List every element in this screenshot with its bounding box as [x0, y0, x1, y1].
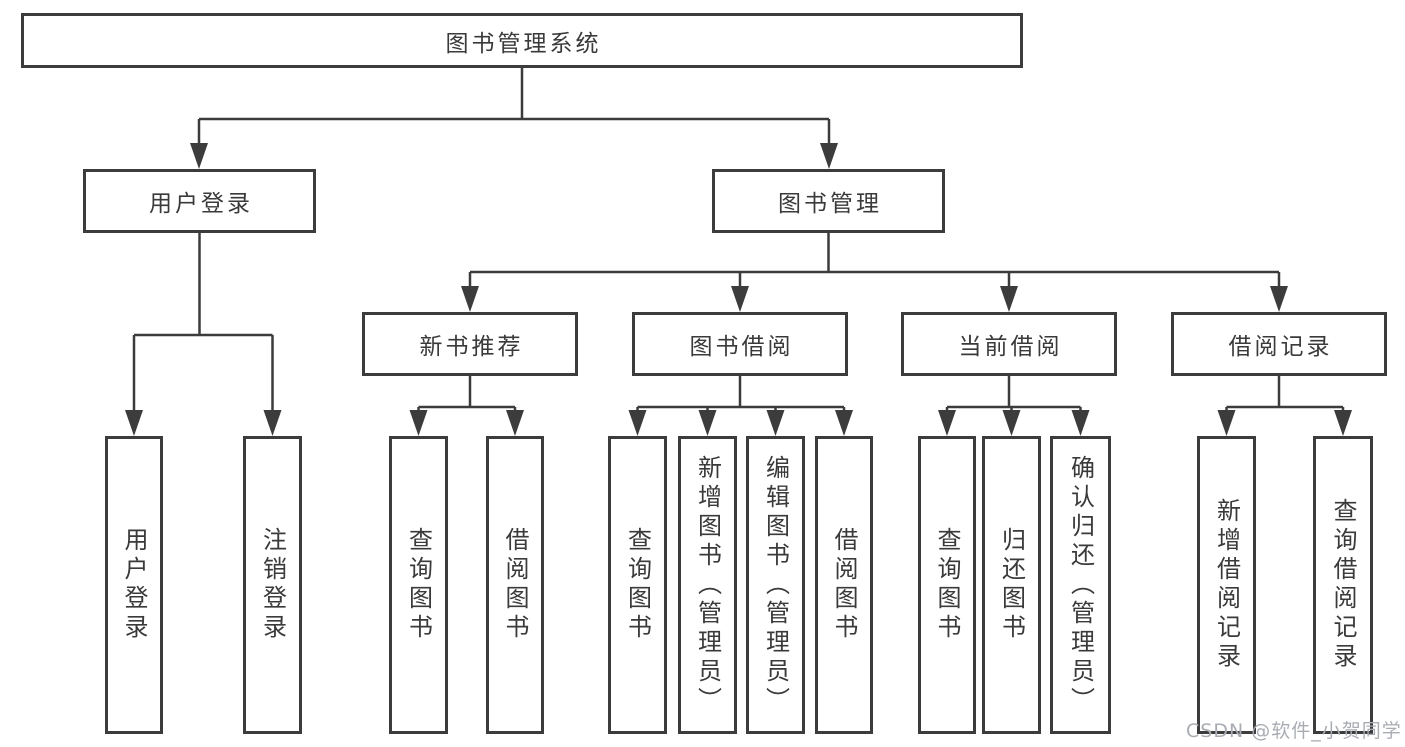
watermark: CSDN @软件_小贺同学 — [1186, 720, 1402, 742]
node-query-borrow-record-label: 查询借阅记录 — [1329, 498, 1357, 672]
node-user-login-label: 用户登录 — [149, 191, 253, 217]
node-query-books-current: 查询图书 — [918, 436, 976, 734]
node-current-borrowing: 当前借阅 — [901, 312, 1117, 376]
node-borrow-books-borrow-label: 借阅图书 — [830, 527, 858, 643]
node-add-borrow-record-label: 新增借阅记录 — [1212, 498, 1241, 672]
node-borrow-books-borrow: 借阅图书 — [815, 436, 873, 734]
node-query-borrow-record: 查询借阅记录 — [1313, 436, 1373, 734]
node-borrow-records: 借阅记录 — [1171, 312, 1387, 376]
node-edit-books-admin-label: 编辑图书（管理员） — [761, 454, 790, 716]
node-book-borrowing-label: 图书借阅 — [689, 334, 794, 360]
node-add-books-admin-label: 新增图书（管理员） — [693, 454, 722, 716]
node-current-borrowing-label: 当前借阅 — [958, 334, 1063, 360]
node-confirm-return-admin: 确认归还（管理员） — [1050, 436, 1111, 734]
node-query-books-borrow-label: 查询图书 — [623, 527, 652, 643]
node-logout-op-label: 注销登录 — [258, 527, 287, 643]
node-book-borrowing: 图书借阅 — [632, 312, 848, 376]
node-edit-books-admin: 编辑图书（管理员） — [746, 436, 805, 734]
node-user-login: 用户登录 — [83, 169, 316, 233]
node-new-book-recommend-label: 新书推荐 — [419, 334, 524, 360]
node-library-management-system: 图书管理系统 — [21, 13, 1023, 68]
node-query-books-borrow: 查询图书 — [608, 436, 667, 734]
node-borrow-books-recommend-label: 借阅图书 — [501, 527, 529, 643]
node-new-book-recommend: 新书推荐 — [362, 312, 578, 376]
node-borrow-records-label: 借阅记录 — [1228, 334, 1333, 360]
node-query-books-current-label: 查询图书 — [933, 527, 961, 643]
node-query-books-recommend: 查询图书 — [389, 436, 448, 734]
node-user-login-op: 用户登录 — [105, 436, 163, 734]
node-borrow-books-recommend: 借阅图书 — [486, 436, 544, 734]
node-book-management-label: 图书管理 — [778, 191, 882, 217]
arrowheads — [125, 143, 1352, 436]
node-library-management-system-label: 图书管理系统 — [445, 30, 602, 57]
node-user-login-op-label: 用户登录 — [120, 527, 148, 643]
node-query-books-recommend-label: 查询图书 — [404, 527, 433, 643]
node-add-books-admin: 新增图书（管理员） — [678, 436, 737, 734]
node-book-management: 图书管理 — [712, 169, 945, 233]
node-return-books-label: 归还图书 — [997, 527, 1026, 643]
node-logout-op: 注销登录 — [243, 436, 302, 734]
node-add-borrow-record: 新增借阅记录 — [1197, 436, 1256, 734]
node-return-books: 归还图书 — [982, 436, 1041, 734]
node-confirm-return-admin-label: 确认归还（管理员） — [1066, 454, 1095, 716]
